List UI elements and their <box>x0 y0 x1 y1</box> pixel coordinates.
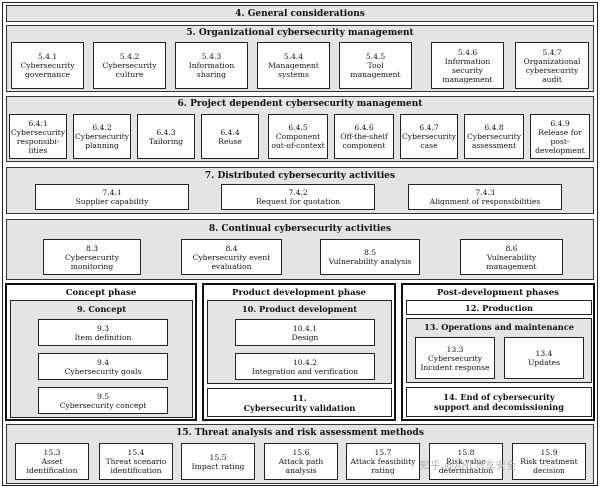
general-considerations-title: 4. General considerations <box>235 9 365 19</box>
product-development-phase-panel: Product development phase 10. Product de… <box>202 283 396 421</box>
watermark: 知乎 @ANL汽车安全 <box>420 461 517 472</box>
post-development-phase-panel: Post-development phases 12. Production 1… <box>401 283 595 421</box>
cybersecurity-validation-box: 11. Cybersecurity validation <box>207 388 392 417</box>
project-management-title: 6. Project dependent cybersecurity manag… <box>177 99 423 109</box>
threat-analysis-title: 15. Threat analysis and risk assessment … <box>176 428 424 438</box>
continual-activities-band: 8. Continual cybersecurity activities 8.… <box>6 219 594 280</box>
concept-section-title: 9. Concept <box>76 304 127 314</box>
organizational-management-band: 5. Organizational cybersecurity manageme… <box>6 25 594 92</box>
product-development-phase-title: Product development phase <box>231 288 367 298</box>
post-development-phase-title: Post-development phases <box>436 288 560 298</box>
threat-analysis-band: 15. Threat analysis and risk assessment … <box>6 424 594 484</box>
general-considerations-band: 4. General considerations <box>6 5 594 22</box>
organizational-management-title: 5. Organizational cybersecurity manageme… <box>186 28 414 38</box>
distributed-activities-title: 7. Distributed cybersecurity activities <box>204 171 396 181</box>
end-of-support-box: 14. End of cybersecurity support and dec… <box>406 387 592 417</box>
product-development-section-title: 10. Product development <box>241 304 358 314</box>
operations-maintenance-title: 13. Operations and maintenance <box>424 322 574 332</box>
production-box: 12. Production <box>406 300 592 315</box>
distributed-activities-band: 7. Distributed cybersecurity activities … <box>6 167 594 214</box>
project-management-band: 6. Project dependent cybersecurity manag… <box>6 96 594 162</box>
continual-activities-title: 8. Continual cybersecurity activities <box>208 224 392 234</box>
concept-phase-title: Concept phase <box>65 288 137 298</box>
